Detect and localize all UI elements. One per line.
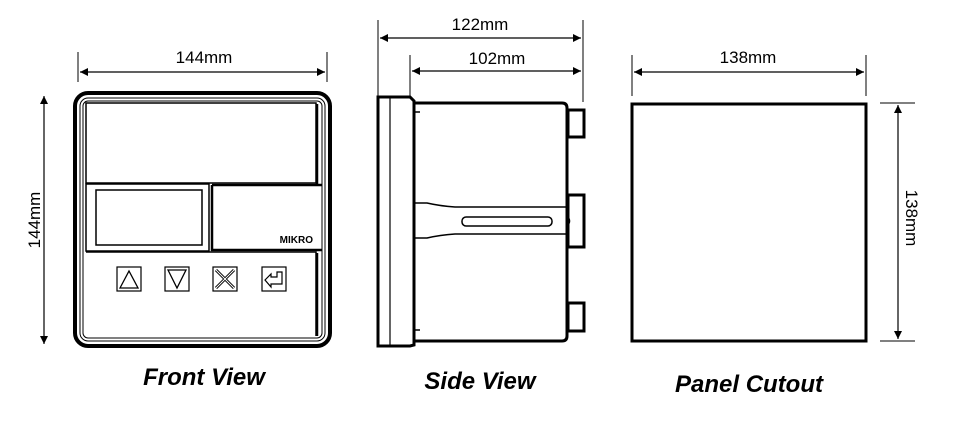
down-button[interactable]	[164, 266, 190, 292]
side-view-title: Side View	[424, 368, 536, 395]
front-height-dimension: 144mm	[25, 96, 48, 344]
up-button[interactable]	[116, 266, 142, 292]
cancel-button[interactable]	[212, 266, 238, 292]
side-view: 122mm 102mm Side View	[376, 15, 586, 395]
enter-icon	[264, 271, 283, 289]
cutout-width-label: 138mm	[720, 48, 777, 67]
front-bezel: MIKRO	[73, 91, 332, 348]
body-depth-label: 102mm	[469, 49, 526, 68]
front-view: 144mm 144mm MIKRO	[25, 48, 332, 391]
display-window	[95, 189, 203, 246]
cutout-height-dimension: 138mm	[880, 102, 921, 342]
cutout-outline	[630, 102, 868, 343]
panel-cutout: 138mm 138mm Panel Cutout	[630, 48, 921, 398]
total-depth-dimension: 122mm	[377, 15, 584, 102]
side-housing	[376, 95, 586, 348]
cutout-height-label: 138mm	[902, 190, 921, 247]
down-arrow-icon	[166, 269, 188, 290]
enter-button[interactable]	[261, 266, 287, 292]
body-depth-dimension: 102mm	[409, 49, 581, 96]
total-depth-label: 122mm	[452, 15, 509, 34]
cutout-width-dimension: 138mm	[631, 48, 867, 96]
brand-logo: MIKRO	[280, 235, 314, 246]
front-width-label: 144mm	[176, 48, 233, 67]
panel-cutout-title: Panel Cutout	[675, 371, 824, 398]
up-arrow-icon	[118, 269, 140, 289]
front-width-dimension: 144mm	[77, 48, 328, 82]
front-height-label: 144mm	[25, 192, 44, 249]
front-view-title: Front View	[143, 364, 266, 391]
